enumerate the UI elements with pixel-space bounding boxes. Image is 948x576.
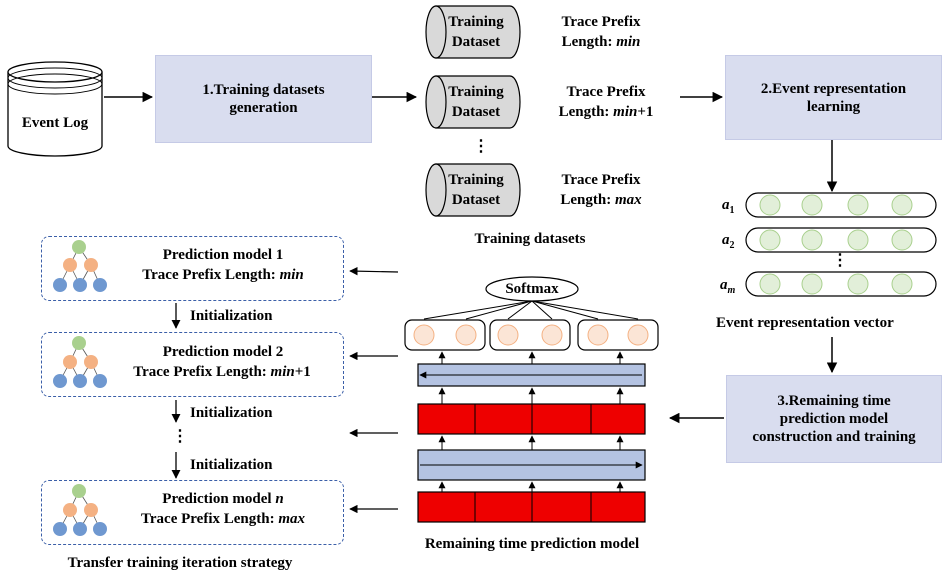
dataset-cylinder-1 (425, 5, 521, 59)
model-1-title: Prediction model 1 (162, 247, 284, 263)
init-label-1: Initialization (190, 308, 273, 324)
step1-box: 1.Training datasets generation (155, 55, 372, 143)
models-caption: Transfer training iteration strategy (67, 555, 293, 571)
model-n-prefix: Trace Prefix Length: max (141, 511, 305, 527)
dataset-3-line1: Training (448, 172, 504, 188)
dataset-cylinder-2 (425, 75, 521, 129)
tree-icon-n (53, 484, 107, 536)
dataset-1-line2: Dataset (451, 34, 501, 50)
dataset-2-line1: Training (448, 84, 504, 100)
step2-line1: 2.Event representation (760, 80, 907, 97)
event-vector-m (745, 271, 937, 297)
dataset-1-prefix-line2: Length: min (561, 34, 641, 50)
step1-line2: generation (229, 100, 298, 116)
lstm-layer-2 (417, 491, 646, 523)
step2-line2: learning (806, 98, 861, 115)
arrow-to-model-1 (349, 266, 399, 276)
output-group-2 (489, 319, 571, 351)
step3-line2: prediction model (779, 411, 889, 427)
tree-icon-1 (53, 240, 107, 292)
datasets-caption: Training datasets (474, 231, 586, 247)
event-vector-2 (745, 227, 937, 253)
output-group-1 (404, 319, 486, 351)
dataset-3-prefix-line2: Length: max (560, 192, 642, 208)
dataset-1-line1: Training (448, 14, 504, 30)
vector-label-1: a1 (722, 197, 735, 216)
vectors-ellipsis: ⋮ (832, 252, 848, 269)
network-caption: Remaining time prediction model (424, 536, 640, 552)
step2-box: 2.Event representation learning (725, 55, 942, 140)
event-log-cylinder (7, 61, 103, 157)
softmax-label: Softmax (505, 281, 559, 297)
vectors-caption: Event representation vector (716, 315, 894, 331)
model-1-prefix: Trace Prefix Length: min (142, 267, 304, 283)
datasets-ellipsis: ⋮ (473, 138, 489, 155)
dataset-2-prefix-line2: Length: min+1 (558, 104, 654, 120)
dataset-2-line2: Dataset (451, 104, 501, 120)
model-2-title: Prediction model 2 (162, 344, 284, 360)
init-label-3: Initialization (190, 457, 273, 473)
step1-line1: 1.Training datasets (202, 82, 325, 98)
dataset-cylinder-3 (425, 163, 521, 217)
step3-line1: 3.Remaining time (777, 393, 891, 409)
prediction-network (404, 276, 659, 523)
event-vector-1 (745, 192, 937, 218)
vector-label-2: a2 (722, 232, 735, 251)
event-log-label: Event Log (21, 115, 89, 131)
init-label-2: Initialization (190, 405, 273, 421)
vector-label-m: am (720, 277, 736, 296)
step3-line3: construction and training (752, 429, 916, 445)
models-ellipsis: ⋮ (172, 428, 188, 445)
tree-icon-2 (53, 336, 107, 388)
step3-box: 3.Remaining time prediction model constr… (726, 375, 942, 463)
dataset-3-line2: Dataset (451, 192, 501, 208)
dataset-1-prefix-line1: Trace Prefix (561, 14, 641, 30)
model-2-prefix: Trace Prefix Length: min+1 (133, 364, 311, 380)
model-n-title: Prediction model n (162, 491, 284, 507)
dataset-2-prefix-line1: Trace Prefix (566, 84, 646, 100)
lstm-layer-1 (417, 403, 646, 435)
dataset-3-prefix-line1: Trace Prefix (561, 172, 641, 188)
output-group-3 (577, 319, 659, 351)
